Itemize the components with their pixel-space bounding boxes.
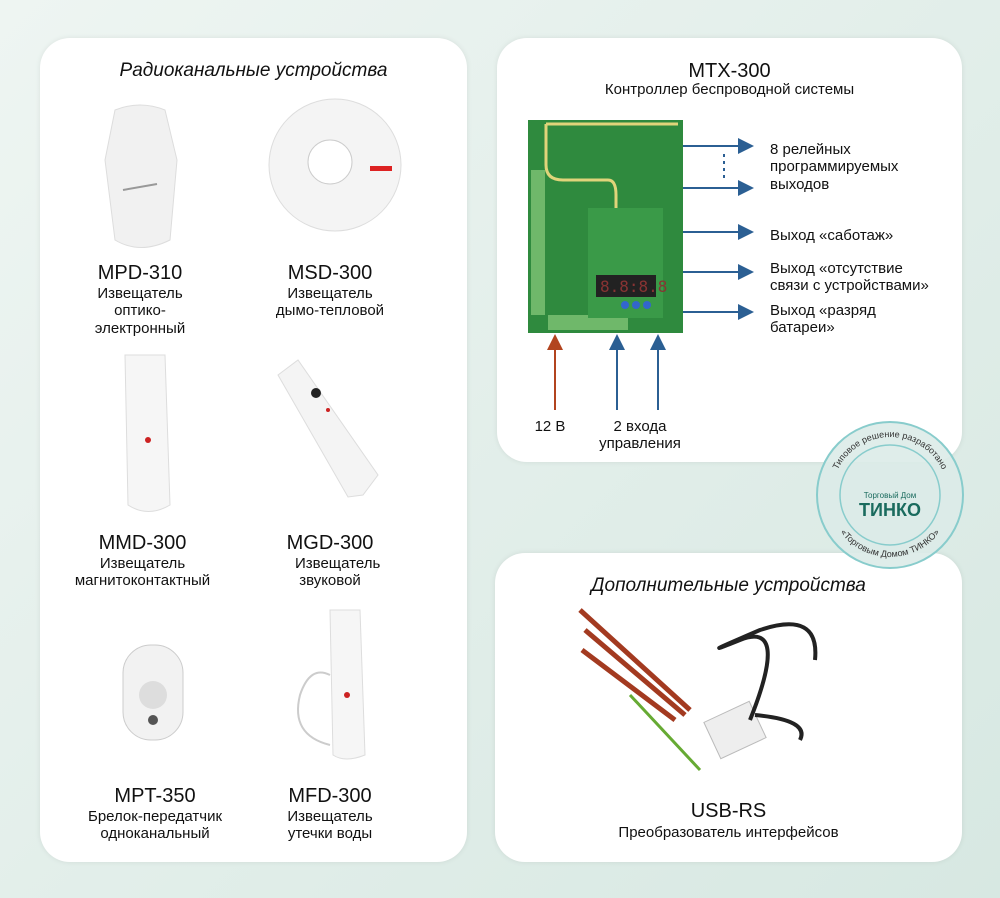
device-desc: Извещатель дымо-тепловой: [275, 285, 385, 320]
mfd-300-image: [297, 609, 366, 760]
device-model: MGD-300: [286, 532, 374, 554]
device-model: MSD-300: [287, 262, 373, 284]
controller-model: MTX-300: [688, 60, 771, 82]
tinko-stamp: Типовое решение разработано «Торговым До…: [816, 421, 964, 569]
controller-arrows: [547, 138, 754, 410]
msd-300-image: [268, 98, 402, 232]
led-display: 8.8:8.8: [600, 277, 667, 296]
device-desc: Извещатель оптико-электронный: [94, 285, 186, 337]
mpt-350-image: [122, 644, 184, 741]
usb-rs-model: USB-RS: [690, 800, 767, 822]
extra-devices-panel: [495, 553, 962, 862]
mpd-310-image: [104, 104, 178, 248]
usb-rs-image: [578, 608, 818, 772]
extra-devices-title: Дополнительные устройства: [591, 575, 866, 596]
radio-devices-title: Радиоканальные устройства: [119, 60, 388, 81]
output-relays: 8 релейных программируемых выходов: [770, 141, 899, 193]
mgd-300-image: [277, 359, 379, 498]
stamp-sub: Торговый Дом: [864, 491, 917, 500]
device-model: MMD-300: [98, 532, 187, 554]
device-desc: Брелок-передатчик одноканальный: [87, 808, 223, 843]
output-no-link: Выход «отсутствие связи с устройствами»: [770, 260, 929, 295]
mmd-300-image: [124, 354, 171, 512]
device-model: MPT-350: [114, 785, 196, 807]
device-desc: Извещатель звуковой: [295, 555, 381, 590]
controller-desc: Контроллер беспроводной системы: [604, 81, 855, 98]
input-control: 2 входа управления: [599, 418, 681, 453]
device-model: MPD-310: [97, 262, 183, 284]
output-tamper: Выход «саботаж»: [770, 227, 894, 244]
device-desc: Извещатель утечки воды: [287, 808, 373, 843]
usb-rs-desc: Преобразователь интерфейсов: [618, 824, 839, 841]
device-desc: Извещатель магнитоконтактный: [74, 555, 211, 590]
input-12v: 12 В: [534, 418, 566, 435]
mtx-300-board-image: 8.8:8.8: [528, 120, 683, 333]
device-model: MFD-300: [288, 785, 372, 807]
stamp-brand: ТИНКО: [859, 500, 921, 520]
output-battery: Выход «разряд батареи»: [770, 302, 876, 337]
